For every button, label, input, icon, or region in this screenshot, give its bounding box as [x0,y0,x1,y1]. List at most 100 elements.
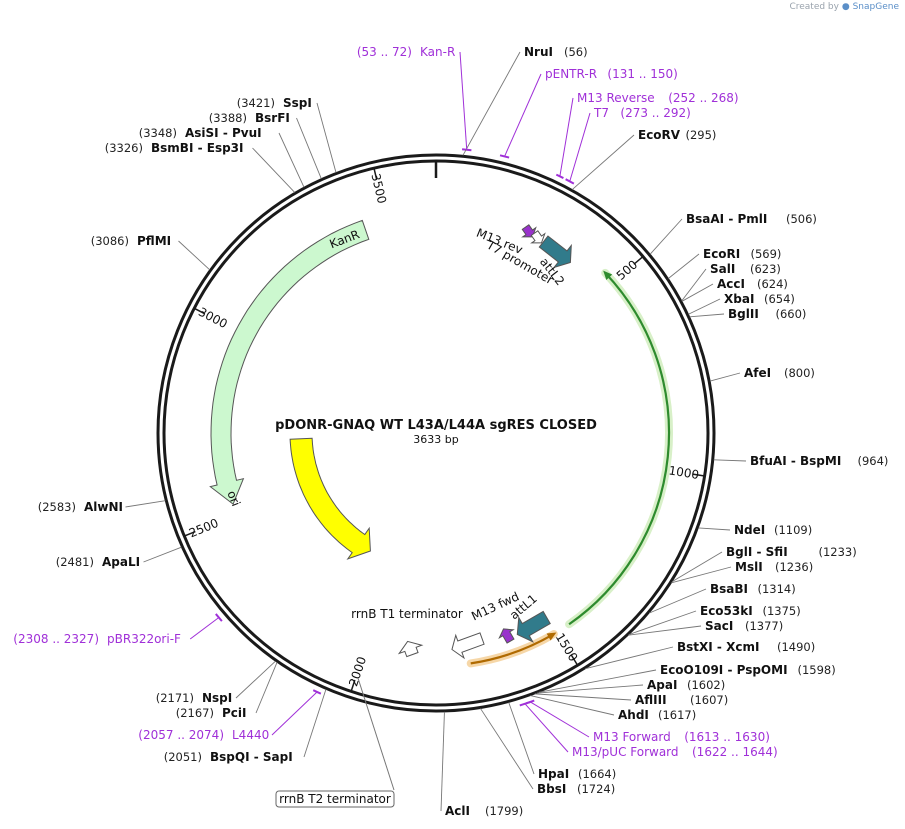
enzyme-label-apali[interactable]: ApaLI(2481) [56,555,140,569]
enzyme-position: (3388) [209,111,247,125]
leader-layer [125,51,747,812]
enzyme-label-ecori[interactable]: EcoRI(569) [703,247,781,261]
enzyme-label-bsaai-pmli[interactable]: BsaAI - PmlI (506) [686,212,817,226]
enzyme-leader-line [688,298,721,315]
enzyme-leader-line [689,313,725,318]
primer-range: (2057 .. 2074) [138,728,224,742]
enzyme-label-bsmbi-esp3i[interactable]: BsmBI - Esp3I(3326) [105,141,244,155]
enzyme-leader-line [681,283,714,302]
enzyme-leader-line [296,117,322,179]
enzyme-label-pcii[interactable]: PciI(2167) [176,706,247,720]
enzyme-label-saci[interactable]: SacI(1377) [705,619,783,633]
enzyme-name: AflIII [635,693,667,707]
enzyme-position: (654) [764,292,795,306]
scale-tick [350,679,356,692]
rrnb-t2-terminator-label: rrnB T2 terminator [279,792,391,806]
enzyme-label-pflmi[interactable]: PflMI(3086) [91,234,171,248]
enzyme-label-nspi[interactable]: NspI(2171) [156,691,233,705]
enzyme-leader-line [235,660,276,699]
plasmid-name: pDONR-GNAQ WT L43A/L44A sgRES CLOSED [275,418,597,433]
enzyme-position: (1617) [658,708,696,722]
enzyme-leader-line [278,132,305,188]
enzyme-name: SalI [710,262,735,276]
enzyme-label-alwni[interactable]: AlwNI(2583) [38,500,123,514]
enzyme-name: MslI [735,560,763,574]
enzyme-name: BsaAI - PmlI [686,212,767,226]
enzyme-label-asisi-pvui[interactable]: AsiSI - PvuI(3348) [139,126,262,140]
enzyme-leader-line [668,253,700,279]
primer-label-m13-forward[interactable]: M13 Forward(1613 .. 1630) [593,730,770,744]
primer-name: M13 Forward [593,730,671,744]
enzyme-label-ndei[interactable]: NdeI(1109) [734,523,812,537]
primer-label-l4440[interactable]: L4440(2057 .. 2074) [138,728,269,742]
enzyme-label-nrui[interactable]: NruI(56) [524,45,588,59]
enzyme-label-bbsi[interactable]: BbsI(1724) [537,782,615,796]
primer-label-t7[interactable]: T7(273 .. 292) [593,106,691,120]
ori-feature-arrow [289,437,371,560]
enzyme-position: (506) [786,212,817,226]
enzyme-label-bsabi[interactable]: BsaBI(1314) [710,582,796,596]
enzyme-label-afei[interactable]: AfeI(800) [744,366,815,380]
m13-fwd-feature-arrow [498,628,515,644]
enzyme-name: BglII [728,307,759,321]
enzyme-name: NruI [524,45,553,59]
enzyme-position: (624) [757,277,788,291]
primer-label-m13-puc-forward[interactable]: M13/pUC Forward(1622 .. 1644) [572,745,778,759]
enzyme-label-msli[interactable]: MslI(1236) [735,560,813,574]
scale-tick [570,654,579,666]
enzyme-name: AclI [445,804,470,818]
scale-tick [692,473,705,477]
ori-feature-label: ori [224,489,243,509]
backbone-outer-strand [156,153,716,713]
enzyme-label-bfuai-bspmi[interactable]: BfuAI - BspMI (964) [750,454,888,468]
m13-rev-feature-arrow [521,224,537,238]
enzyme-label-xbai[interactable]: XbaI(654) [724,292,795,306]
enzyme-leader-line [178,240,211,271]
primer-leader-line [559,97,574,177]
enzyme-position: (1724) [577,782,615,796]
enzyme-label-bspqi-sapi[interactable]: BspQI - SapI(2051) [164,750,293,764]
primer-label-pbr322ori-f[interactable]: pBR322ori-F(2308 .. 2327) [13,632,181,646]
enzyme-name: AhdI [618,708,649,722]
watermark-brand: SnapGene [852,2,899,12]
primer-label-m13-reverse[interactable]: M13 Reverse(252 .. 268) [577,91,739,105]
enzyme-leader-line [530,695,615,716]
enzyme-label-ahdi[interactable]: AhdI (1617) [618,708,696,722]
enzyme-name: AccI [717,277,745,291]
primer-range: (53 .. 72) [357,45,412,59]
scale-tick-label: 2000 [346,655,369,688]
enzyme-label-eco53ki[interactable]: Eco53kI(1375) [700,604,801,618]
enzyme-label-ecorv[interactable]: EcoRV(295) [638,128,716,142]
enzyme-name: BstXI - XcmI [677,640,759,654]
enzyme-label-bgli-sfii[interactable]: BglI - SfiI(1233) [726,545,857,559]
enzyme-position: (1490) [777,640,815,654]
enzyme-label-acli[interactable]: AclI(1799) [445,804,523,818]
plasmid-length: 3633 bp [413,433,458,446]
rrnb-t1-terminator-arrow [451,632,485,660]
primer-leader-line [189,617,220,640]
enzyme-label-ecoo109i-pspomi[interactable]: EcoO109I - PspOMI(1598) [660,663,836,677]
enzyme-name: NdeI [734,523,765,537]
primer-label-kan-r[interactable]: Kan-R(53 .. 72) [357,45,455,59]
primer-label-pentr-r[interactable]: pENTR-R(131 .. 150) [545,67,678,81]
snapgene-logo-icon: ● [841,2,850,12]
primer-range: (273 .. 292) [620,106,690,120]
enzyme-label-afliii[interactable]: AflIII(1607) [635,693,728,707]
enzyme-label-bstxi-xcmi[interactable]: BstXI - XcmI (1490) [677,640,815,654]
insert-arc-glow [565,268,674,629]
enzyme-label-bglii[interactable]: BglII(660) [728,307,806,321]
enzyme-position: (964) [858,454,889,468]
enzyme-name: EcoO109I - PspOMI [660,663,788,677]
enzyme-leader-line [534,693,632,701]
enzyme-label-apai[interactable]: ApaI(1602) [647,678,725,692]
enzyme-name: BfuAI - BspMI [750,454,841,468]
enzyme-leader-line [316,102,337,173]
enzyme-leader-line [698,527,731,531]
enzyme-label-acci[interactable]: AccI (624) [717,277,788,291]
enzyme-label-bsrfi[interactable]: BsrFI(3388) [209,111,290,125]
enzyme-label-sspi[interactable]: SspI(3421) [237,96,312,110]
enzyme-label-hpai[interactable]: HpaI(1664) [538,767,616,781]
scale-tick-label: 3500 [368,172,389,205]
enzyme-label-sali[interactable]: SalI(623) [710,262,781,276]
